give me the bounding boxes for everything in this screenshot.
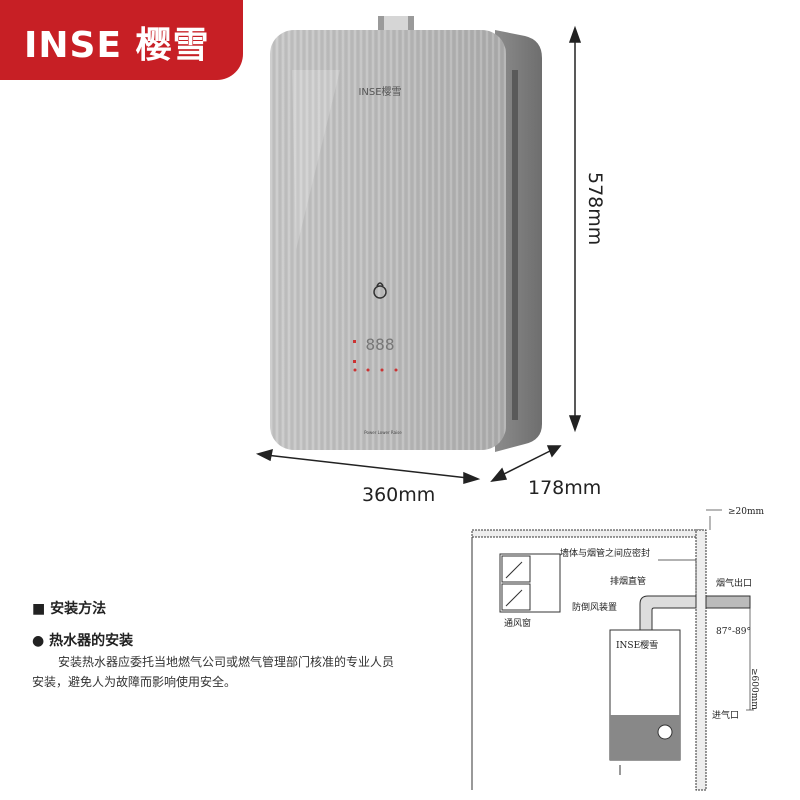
vent-window-label: 通风窗 (504, 617, 531, 629)
depth-dimension-arrow (490, 445, 562, 483)
outlet-label: 烟气出口 (716, 577, 752, 589)
installation-diagram: 通风窗 INSE樱雪 ≥20mm 墙体与烟管之间应密封 排烟直管 烟气出口 防倒… (471, 507, 765, 791)
heater-side-panel (495, 30, 542, 452)
diagram-heater-unit (609, 629, 681, 775)
heater-digital-display: 888 (366, 335, 395, 354)
height-label: 578mm (584, 172, 606, 246)
diagram-unit-logo: INSE樱雪 (616, 639, 658, 651)
flame-icon (373, 282, 387, 299)
install-body-line-2: 安装，避免人为故障而影响使用安全。 (32, 675, 237, 689)
vent-window (499, 553, 561, 613)
heater-install-subheading: ● 热水器的安装 (32, 633, 134, 649)
install-method-heading: ■ 安装方法 (32, 601, 107, 617)
install-instructions-text: 安装热水器应委托当地燃气公司或燃气管理部门核准的专业人员 安装，避免人为故障而影… (32, 652, 462, 692)
water-heater-image: INSE樱雪 888 Power Lower Raise (255, 16, 582, 484)
install-body-line-1: 安装热水器应委托当地燃气公司或燃气管理部门核准的专业人员 (58, 655, 395, 669)
heater-control-labels: Power Lower Raise (364, 430, 402, 435)
air-inlet-label: 进气口 (712, 709, 739, 721)
seal-label: 墙体与烟管之间应密封 (560, 547, 650, 559)
angle-label: 87°-89° (716, 627, 751, 637)
gap-label: ≥20mm (728, 507, 765, 517)
room-outline (471, 529, 707, 791)
leader-lines (658, 509, 754, 711)
touch-indicators (353, 340, 398, 372)
brand-badge: INSE 樱雪 (0, 0, 243, 80)
width-label: 360mm (362, 484, 436, 506)
side-vent-slot (512, 70, 518, 420)
antiwind-label: 防倒风装置 (572, 601, 617, 613)
height-req-label: ≥600mm (749, 668, 759, 710)
height-dimension-arrow (568, 25, 582, 433)
heater-panel-logo: INSE樱雪 (358, 86, 401, 98)
width-dimension-arrow (255, 448, 481, 484)
depth-label: 178mm (528, 477, 602, 499)
flue-label: 排烟直管 (610, 575, 646, 587)
flue-pipe (639, 595, 751, 631)
brand-logo-text: INSE 樱雪 (24, 25, 210, 66)
